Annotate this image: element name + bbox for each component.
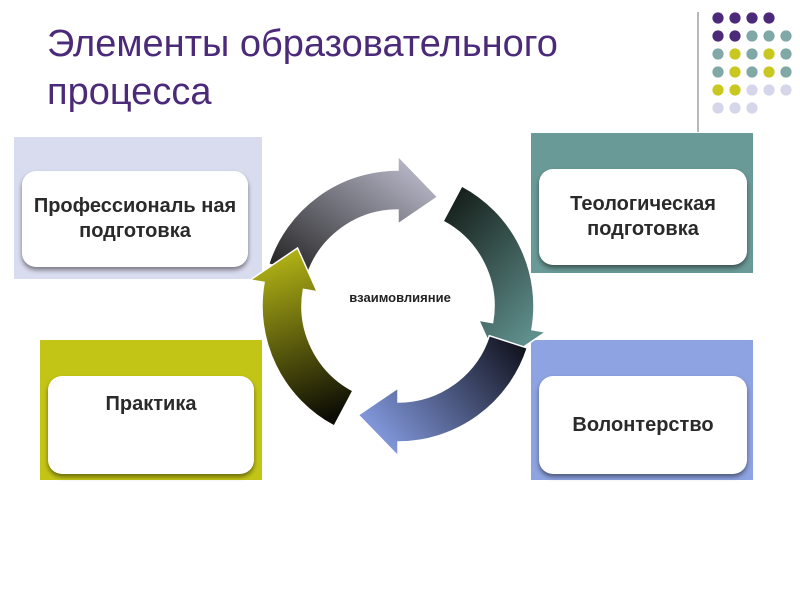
arrow-practice-to-professional [248, 246, 354, 428]
node-professional: Профессиональ ная подготовка [22, 171, 248, 267]
node-volunteering: Волонтерство [539, 376, 747, 474]
panel-professional: Профессиональ ная подготовка [14, 137, 262, 279]
node-practice-label: Практика [105, 393, 197, 415]
arrow-professional-to-theological [267, 154, 439, 278]
arrow-theological-to-volunteering [442, 184, 548, 366]
panel-theological: Теологическая подготовка [531, 133, 753, 273]
node-practice: Практика [48, 376, 254, 474]
panel-practice: Практика [40, 340, 262, 480]
title-divider-line [697, 12, 699, 132]
panel-volunteering: Волонтерство [531, 340, 753, 480]
node-volunteering-label: Волонтерство [572, 413, 714, 436]
node-professional-label: Профессиональ ная подготовка [33, 195, 237, 242]
node-theological-label: Теологическая подготовка [570, 193, 716, 240]
center-label: взаимовлияние [349, 290, 451, 305]
slide-title: Элементы образовательного процесса [47, 23, 558, 113]
node-theological: Теологическая подготовка [539, 169, 747, 265]
arrow-volunteering-to-practice [357, 334, 529, 458]
